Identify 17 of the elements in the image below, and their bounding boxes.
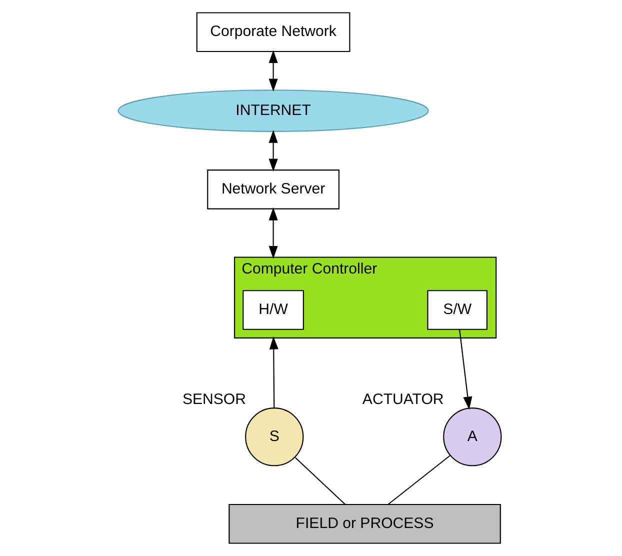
node-ellipse: INTERNET	[117, 90, 428, 132]
arrow	[458, 329, 472, 410]
node-box: S/W	[426, 290, 487, 330]
arrow	[268, 336, 278, 408]
node-box: FIELD or PROCESS	[228, 504, 500, 544]
node-label: SENSOR	[182, 390, 246, 408]
arrow	[268, 130, 278, 172]
node-label: ACTUATOR	[362, 390, 444, 408]
node-circle: A	[442, 408, 502, 466]
arrow	[268, 207, 278, 259]
node-box: H/W	[242, 290, 304, 330]
arrow	[268, 50, 278, 92]
node-box: Network Server	[206, 170, 339, 210]
node-circle: S	[244, 408, 304, 466]
connector	[294, 457, 346, 505]
connector	[387, 455, 450, 505]
node-box: Corporate Network	[196, 12, 350, 52]
